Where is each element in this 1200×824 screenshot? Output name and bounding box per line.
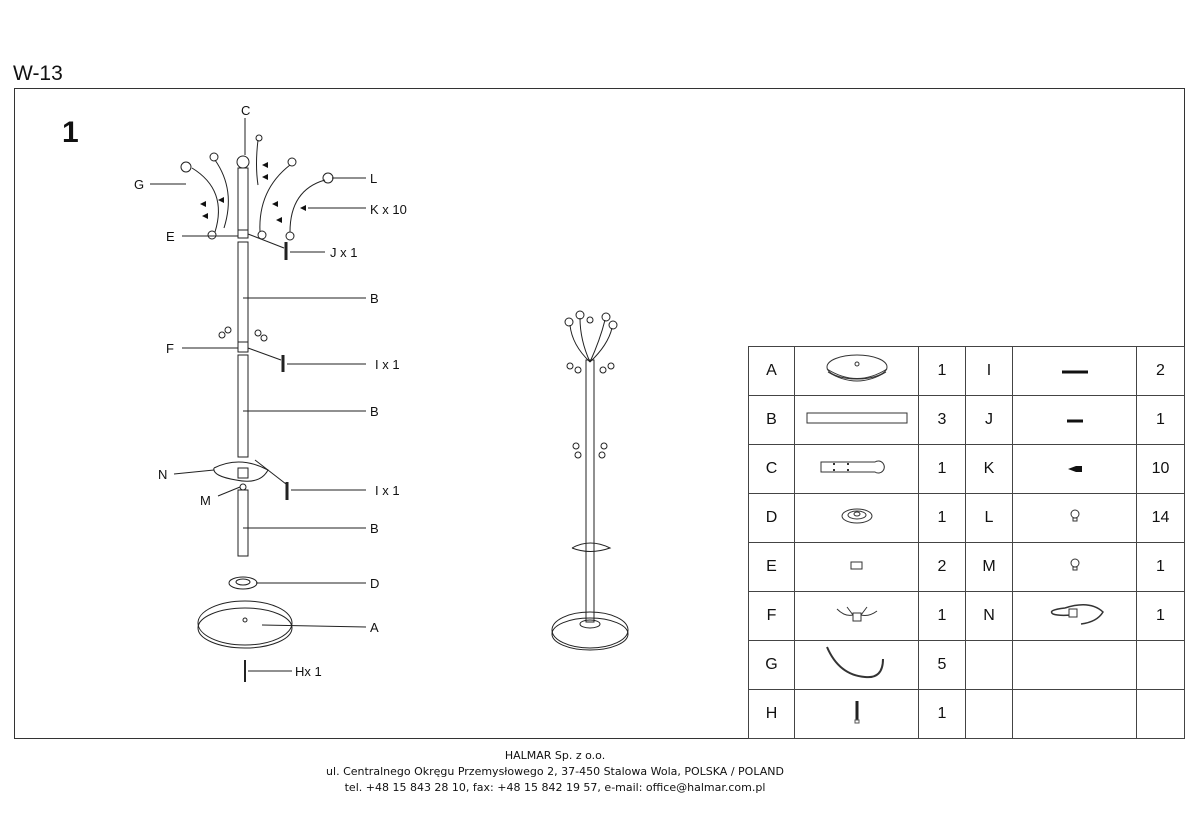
label-f: F [166, 341, 174, 356]
part-letter [965, 640, 1013, 690]
label-a: A [370, 620, 379, 635]
part-a-icon [794, 346, 919, 396]
footer-address: ul. Centralnego Okręgu Przemysłowego 2, … [326, 765, 784, 778]
part-quantity: 5 [918, 640, 966, 690]
label-b: B [370, 291, 379, 306]
part-quantity: 14 [1136, 493, 1185, 543]
label-j: J x 1 [330, 245, 357, 260]
part-h-icon [794, 689, 919, 739]
step-number: 1 [62, 116, 79, 149]
part-k-icon [1012, 444, 1137, 494]
part-i-icon [1012, 346, 1137, 396]
label-g: G [134, 177, 144, 192]
label-e: E [166, 229, 175, 244]
label-i: I x 1 [375, 357, 400, 372]
label-m: M [200, 493, 211, 508]
footer: HALMAR Sp. z o.o. ul. Centralnego Okręgu… [0, 748, 1110, 796]
footer-company: HALMAR Sp. z o.o. [504, 749, 606, 762]
part-quantity: 1 [918, 591, 966, 641]
label-b: B [370, 404, 379, 419]
part-letter: J [965, 395, 1013, 445]
part-quantity: 1 [1136, 591, 1185, 641]
part-quantity: 3 [918, 395, 966, 445]
pole-b1 [237, 241, 249, 343]
instruction-frame [14, 88, 1185, 739]
part-quantity: 1 [1136, 542, 1185, 592]
part-quantity: 1 [918, 444, 966, 494]
part-b-icon [794, 395, 919, 445]
part-n-icon [1012, 591, 1137, 641]
part-e-icon [794, 542, 919, 592]
part-letter: G [748, 640, 795, 690]
document-title: W-13 [13, 62, 63, 85]
part-letter: I [965, 346, 1013, 396]
assembled-coat-stand [551, 310, 629, 651]
label-i: I x 1 [375, 483, 400, 498]
part-c-icon [794, 444, 919, 494]
label-k: K x 10 [370, 202, 407, 217]
pole-b2 [237, 354, 249, 458]
part-quantity [1136, 689, 1185, 739]
part-letter: L [965, 493, 1013, 543]
part-quantity: 10 [1136, 444, 1185, 494]
part-quantity: 2 [1136, 346, 1185, 396]
part-f-icon [794, 591, 919, 641]
part-quantity: 2 [918, 542, 966, 592]
part-letter: H [748, 689, 795, 739]
part-quantity: 1 [1136, 395, 1185, 445]
part-letter: D [748, 493, 795, 543]
pole-b3 [237, 489, 249, 557]
part-quantity: 1 [918, 493, 966, 543]
part-d-icon [794, 493, 919, 543]
part-letter: C [748, 444, 795, 494]
part-j-icon [1012, 395, 1137, 445]
part-letter: F [748, 591, 795, 641]
label-b: B [370, 521, 379, 536]
label-c: C [241, 103, 250, 118]
part-quantity: 1 [918, 346, 966, 396]
part-letter: K [965, 444, 1013, 494]
label-d: D [370, 576, 379, 591]
empty-cell [1012, 640, 1137, 690]
part-g-icon [794, 640, 919, 690]
footer-contact: tel. +48 15 843 28 10, fax: +48 15 842 1… [344, 781, 766, 794]
part-letter: A [748, 346, 795, 396]
part-letter: E [748, 542, 795, 592]
part-letter: B [748, 395, 795, 445]
empty-cell [1012, 689, 1137, 739]
part-quantity: 1 [918, 689, 966, 739]
part-l-icon [1012, 493, 1137, 543]
part-letter: N [965, 591, 1013, 641]
part-quantity [1136, 640, 1185, 690]
label-l: L [370, 171, 377, 186]
label-h: Hx 1 [295, 664, 322, 679]
part-m-icon [1012, 542, 1137, 592]
part-letter [965, 689, 1013, 739]
label-n: N [158, 467, 167, 482]
part-letter: M [965, 542, 1013, 592]
